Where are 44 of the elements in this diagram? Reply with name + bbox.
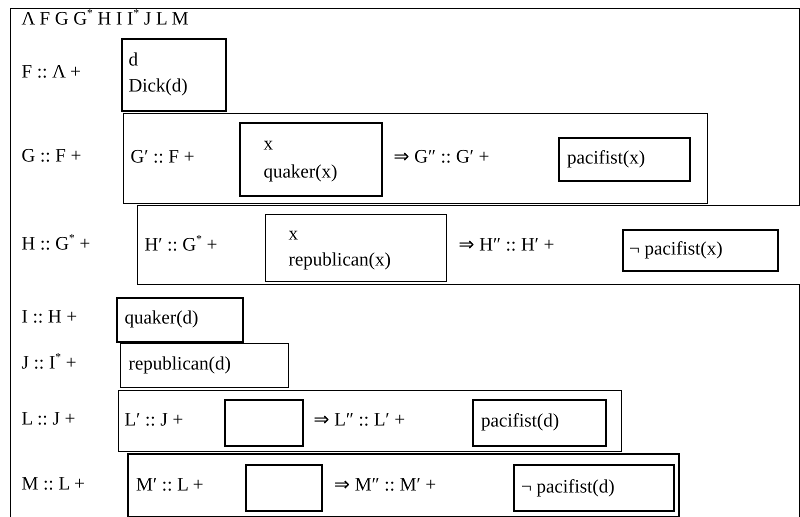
formula-text: ⇒ L″ :: L′ +	[314, 410, 406, 431]
formula-text: x	[264, 134, 273, 155]
condition-box	[127, 453, 680, 517]
drs-box	[558, 137, 691, 182]
formula-text: ⇒ M″ :: M′ +	[334, 476, 436, 496]
drs-box	[265, 214, 447, 282]
drs-box	[116, 297, 244, 343]
formula-text: republican(d)	[128, 354, 231, 375]
formula-text: republican(x)	[288, 250, 391, 271]
drs-box	[513, 464, 675, 512]
formula-text: Dick(d)	[128, 76, 188, 97]
formula-text: L :: J +	[22, 409, 76, 430]
formula-text: J :: I$^{*}$ +	[22, 353, 76, 374]
formula-text: L′ :: J +	[124, 410, 184, 431]
box-universe-text: Λ F G G$^{*}$ H I I$^{*}$ J L M	[22, 9, 189, 30]
formula-text: M′ :: L +	[136, 476, 204, 496]
drs-box	[622, 229, 779, 272]
formula-text: x	[288, 224, 298, 245]
condition-box	[123, 113, 708, 204]
drs-frame	[10, 8, 800, 517]
formula-text: ¬ pacifist(d)	[521, 478, 615, 498]
formula-text: ⇒ H″ :: H′ +	[458, 235, 554, 256]
empty-box	[245, 464, 323, 512]
condition-box	[118, 390, 622, 452]
drs-box	[472, 399, 607, 447]
drs-box	[120, 343, 289, 388]
formula-text: G :: F +	[22, 146, 82, 167]
formula-text: M :: L +	[22, 474, 85, 495]
formula-text: quaker(d)	[124, 308, 198, 329]
condition-box	[137, 205, 800, 285]
formula-text: F :: Λ +	[22, 62, 81, 83]
formula-text: H′ :: G$^{*}$ +	[144, 235, 218, 256]
drs-box	[239, 122, 383, 197]
formula-text: ¬ pacifist(x)	[629, 240, 723, 260]
formula-text: ⇒ G″ :: G′ +	[394, 147, 490, 168]
formula-text: G′ :: F +	[130, 147, 194, 168]
formula-text: quaker(x)	[264, 162, 338, 183]
formula-text: I :: H +	[22, 307, 78, 328]
formula-text: H :: G$^{*}$ +	[22, 234, 90, 255]
drs-box	[121, 38, 227, 112]
formula-text: d	[128, 50, 138, 71]
empty-box	[224, 399, 304, 447]
formula-text: pacifist(x)	[567, 148, 646, 170]
formula-text: pacifist(d)	[481, 412, 560, 432]
